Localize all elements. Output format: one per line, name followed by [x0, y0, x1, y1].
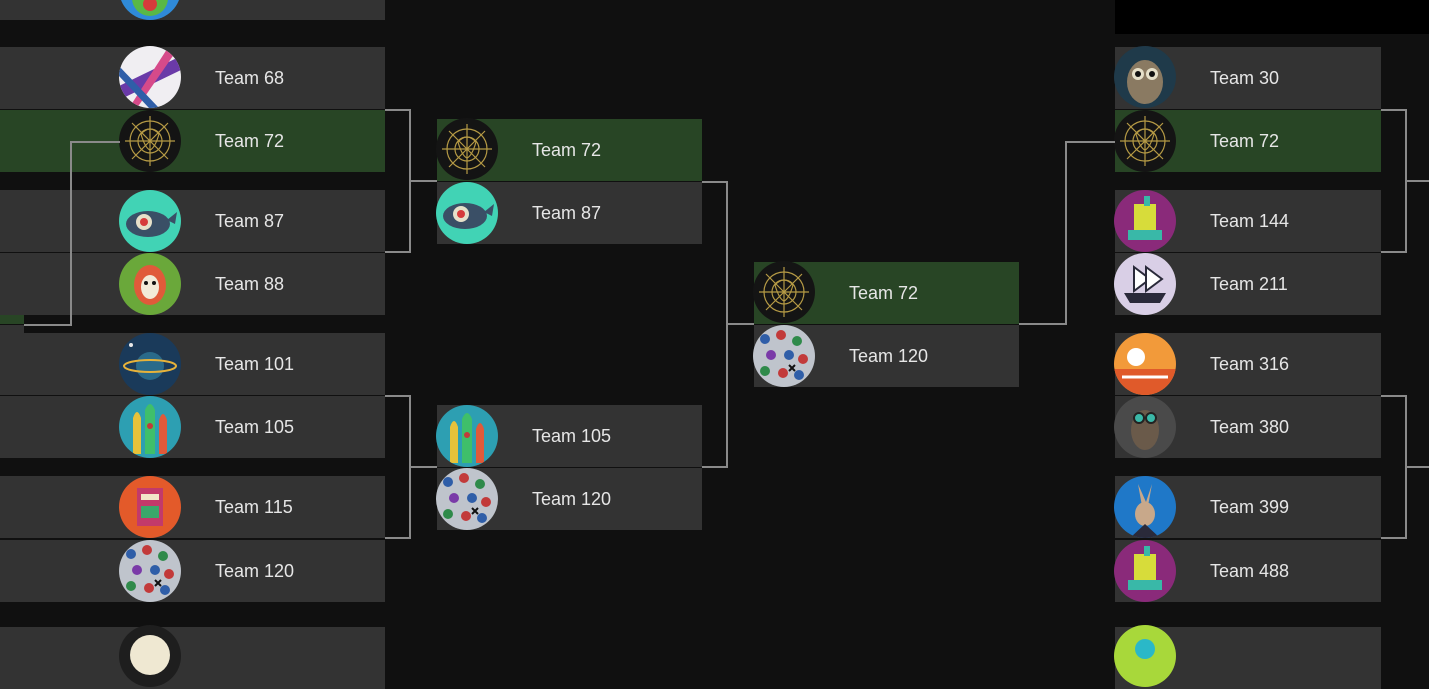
totem-avatar-icon [119, 476, 181, 538]
team-name: Team 87 [215, 211, 285, 231]
castle-avatar-icon [1114, 540, 1176, 602]
team-slot[interactable]: Team 88 [0, 253, 385, 315]
team-name: Team 399 [1210, 497, 1290, 517]
goggles-avatar-icon [1114, 396, 1176, 458]
team-name: Team 380 [1210, 417, 1290, 437]
header-bar [1115, 0, 1429, 34]
team-name: Team 120 [849, 346, 929, 366]
bracket-connector [385, 109, 411, 111]
gold-mandala-avatar-icon [119, 110, 181, 172]
gold-mandala-avatar-icon [1114, 110, 1176, 172]
gold-mandala-avatar-icon [436, 118, 498, 180]
team-slot-winner[interactable]: Team 72 [0, 110, 385, 172]
rockets-avatar-icon [436, 405, 498, 467]
team-name: Team 68 [215, 68, 285, 88]
team-name: Team 72 [215, 131, 285, 151]
bracket-connector [1381, 395, 1407, 397]
bracket-connector [409, 180, 437, 182]
team-name: Team 211 [1210, 274, 1288, 294]
rockets-avatar-icon [119, 396, 181, 458]
pattern-tiles-avatar-icon [119, 540, 181, 602]
team-name: Team 30 [1210, 68, 1280, 88]
bracket-connector [702, 181, 728, 183]
bracket-connector [385, 395, 411, 397]
bracket-connector [1019, 323, 1067, 325]
team-name: Team 115 [215, 497, 293, 517]
bracket-connector [409, 466, 437, 468]
bracket-connector [1405, 180, 1429, 182]
team-slot[interactable]: Team 105 [0, 396, 385, 458]
team-slot[interactable]: Team 115 [0, 476, 385, 538]
gold-mandala-avatar-icon [753, 261, 815, 323]
team-name: Team 144 [1210, 211, 1290, 231]
team-name: Team 105 [215, 417, 295, 437]
pattern-tiles-avatar-icon [753, 325, 815, 387]
bracket-connector [385, 251, 411, 253]
bracket-connector [385, 537, 411, 539]
pattern-tiles-avatar-icon [436, 468, 498, 530]
bracket-connector [1065, 141, 1115, 143]
team-name: Team 316 [1210, 354, 1290, 374]
team-name: Team 120 [532, 489, 612, 509]
avatar-partial-icon [119, 0, 181, 20]
team-slot[interactable]: Team 87 [0, 190, 385, 252]
abstract-art-avatar-icon [119, 46, 181, 108]
bracket-connector [1381, 109, 1407, 111]
bracket-connector [1381, 537, 1407, 539]
bracket-slot-partial[interactable] [0, 627, 385, 689]
whale-avatar-icon [119, 190, 181, 252]
avatar-partial-icon [119, 625, 181, 687]
team-name: Team 72 [532, 140, 602, 160]
bracket-connector [1065, 141, 1067, 325]
team-name: Team 87 [532, 203, 602, 223]
bracket-slot-partial[interactable] [0, 0, 385, 20]
bracket-connector [1381, 251, 1407, 253]
team-name: Team 105 [532, 426, 612, 446]
castle-avatar-icon [1114, 190, 1176, 252]
team-slot[interactable]: Team 68 [0, 47, 385, 109]
team-name: Team 72 [849, 283, 919, 303]
whale-avatar-icon [436, 182, 498, 244]
team-name: Team 101 [215, 354, 295, 374]
planet-avatar-icon [119, 333, 181, 395]
team-slot[interactable]: Team 101 [0, 333, 385, 395]
team-name: Team 72 [1210, 131, 1280, 151]
team-slot[interactable]: Team 120 [0, 540, 385, 602]
bracket-connector [702, 466, 728, 468]
team-name: Team 120 [215, 561, 295, 581]
luchador-mask-avatar-icon [119, 253, 181, 315]
team-name: Team 488 [1210, 561, 1290, 581]
rabbit-avatar-icon [1114, 476, 1176, 538]
team-name: Team 88 [215, 274, 285, 294]
bracket-connector [1405, 466, 1429, 468]
owl-avatar-icon [1114, 46, 1176, 108]
ship-avatar-icon [1114, 253, 1176, 315]
bracket-connector [70, 141, 120, 143]
bracket-connector [726, 323, 754, 325]
bracket-connector [70, 141, 72, 326]
avatar-partial-icon [1114, 625, 1176, 687]
bracket-connector [24, 324, 72, 326]
sunset-avatar-icon [1114, 333, 1176, 395]
